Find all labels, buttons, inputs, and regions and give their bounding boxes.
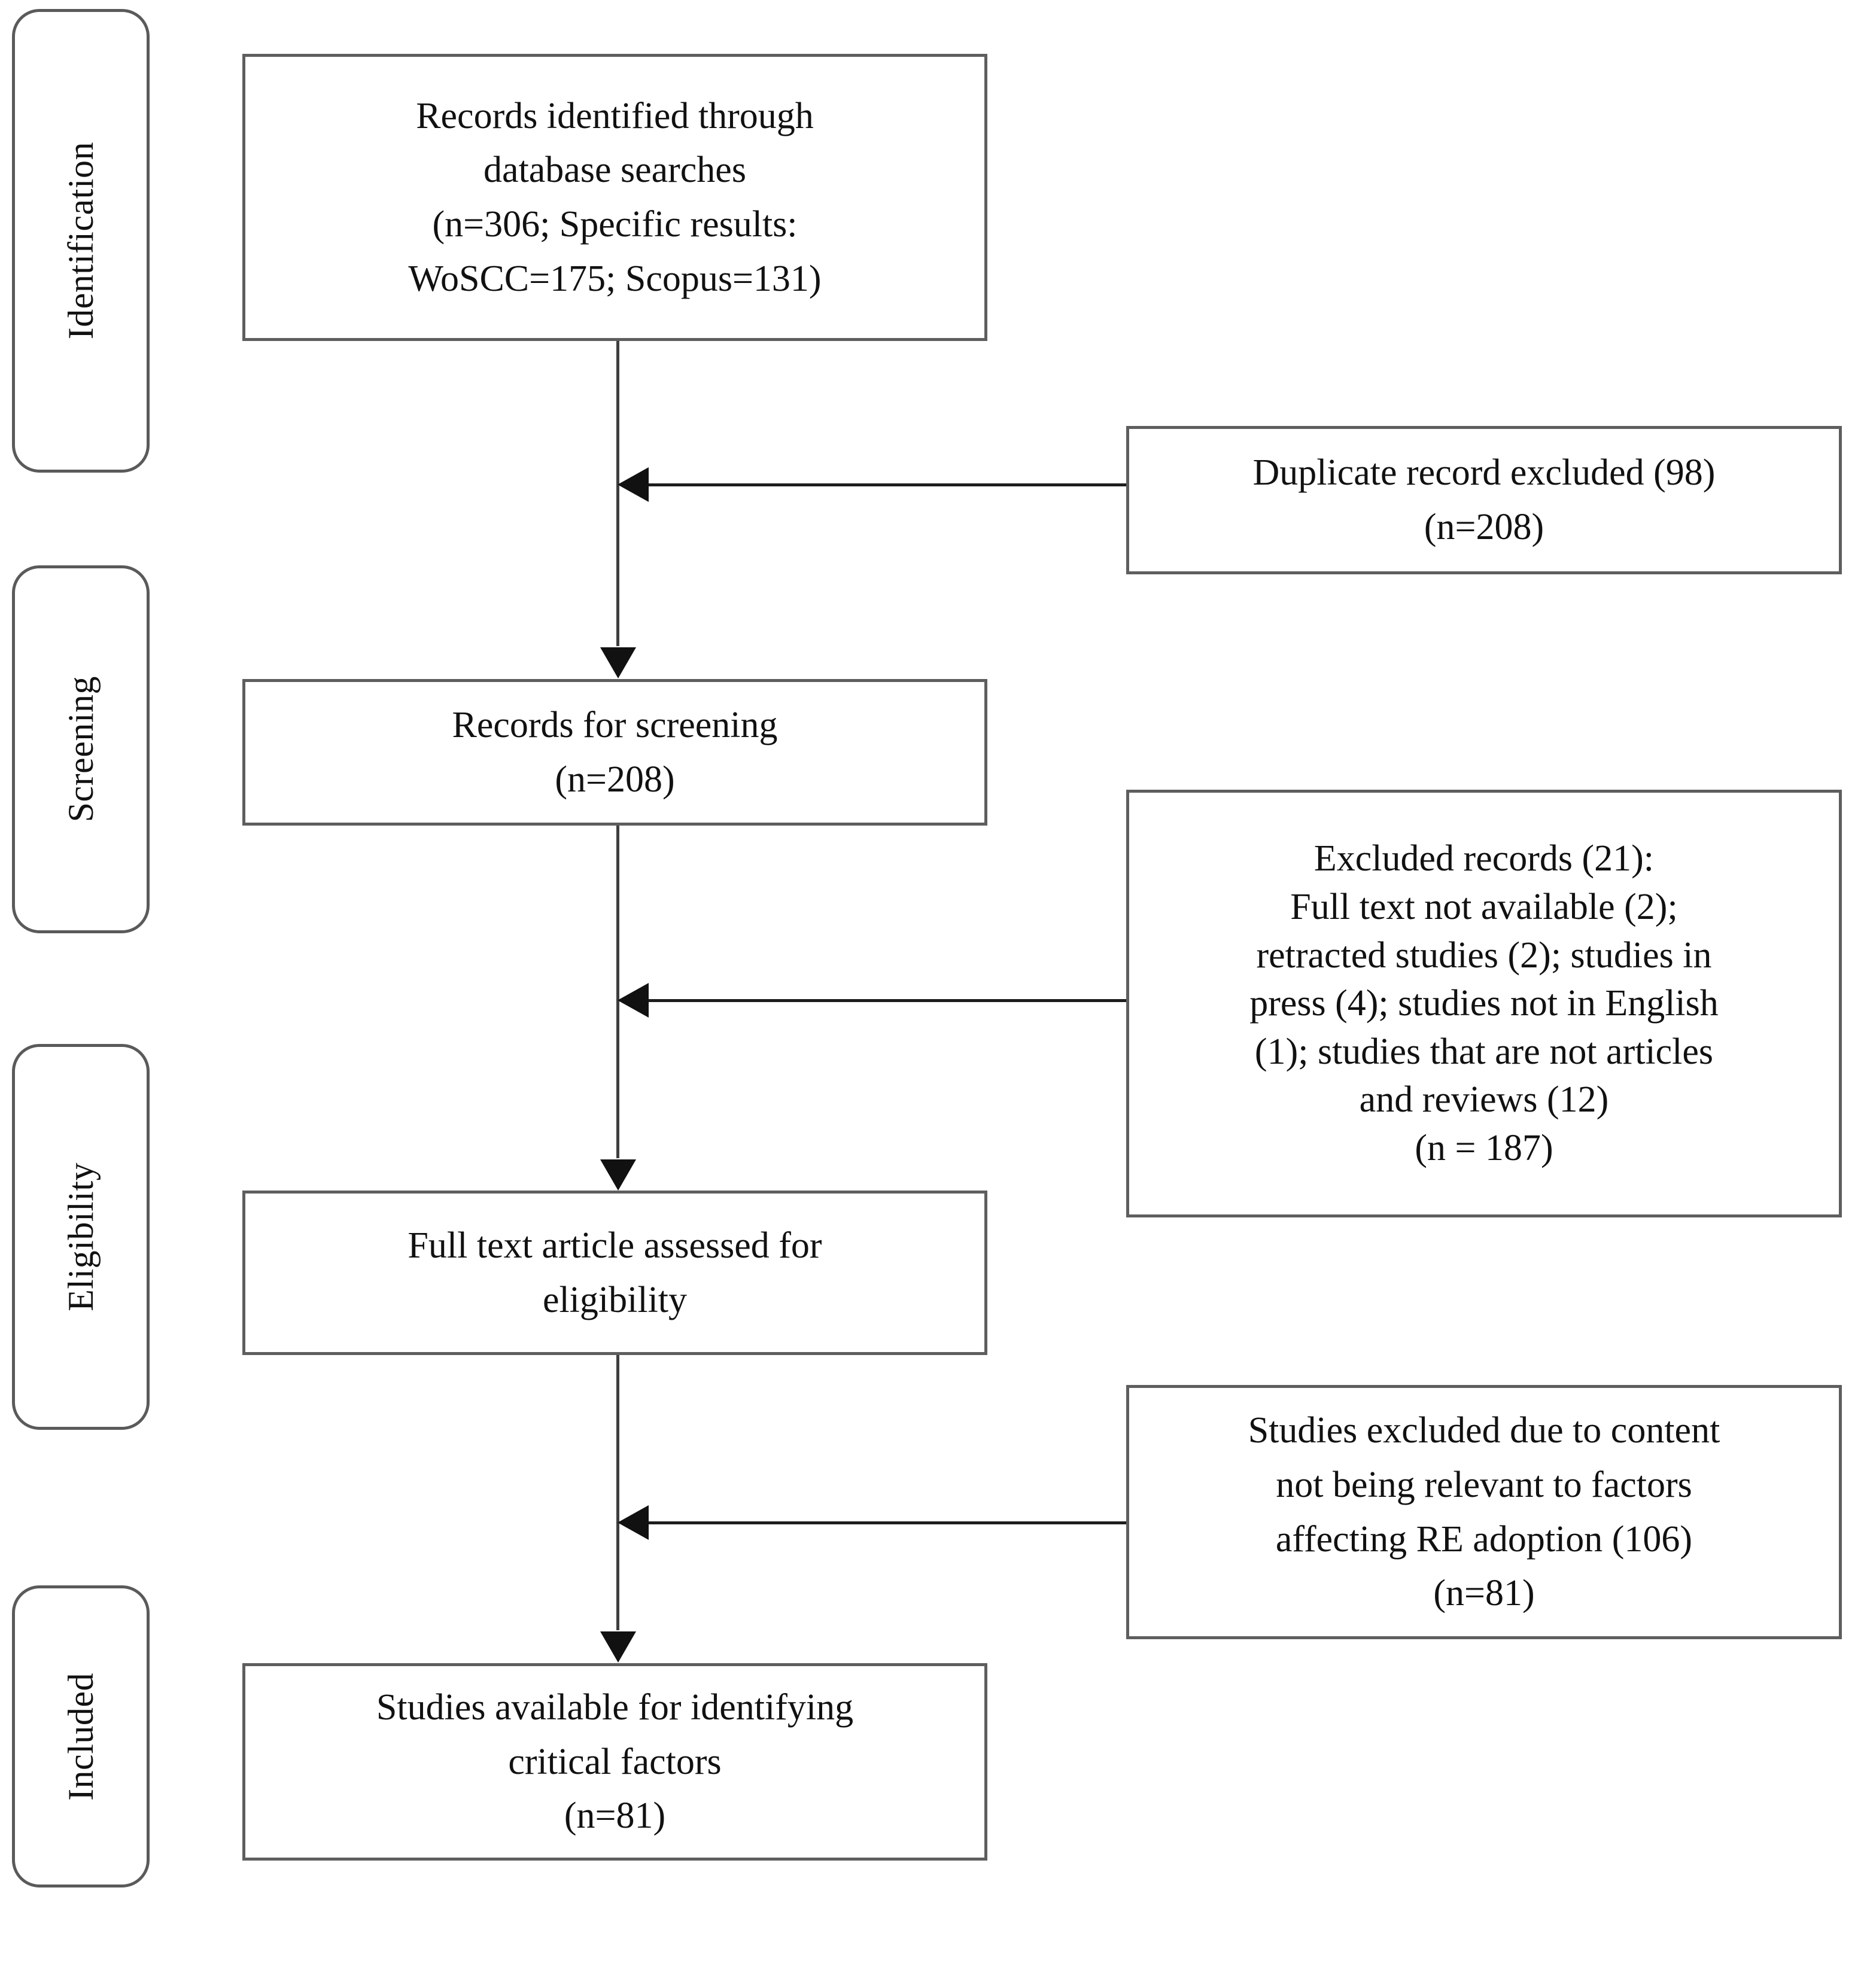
box-records-for-screening: Records for screening (n=208) <box>242 679 987 826</box>
stage-label-screening: Screening <box>12 565 150 933</box>
connector-line-records-excluded <box>634 999 1126 1002</box>
box-records-excluded: Excluded records (21): Full text not ava… <box>1126 790 1842 1217</box>
stage-label-text: Included <box>61 1672 101 1801</box>
arrowhead-left-records-excluded <box>618 983 649 1018</box>
box-duplicates-excluded-text: Duplicate record excluded (98) (n=208) <box>1252 452 1716 547</box>
stage-label-text: Eligibility <box>61 1162 101 1311</box>
arrowhead-down-to-screening <box>600 647 636 678</box>
arrowhead-down-to-eligibility <box>600 1159 636 1191</box>
box-records-for-screening-text: Records for screening (n=208) <box>452 704 778 800</box>
box-full-text-assessed: Full text article assessed for eligibili… <box>242 1191 987 1355</box>
box-duplicates-excluded: Duplicate record excluded (98) (n=208) <box>1126 426 1842 574</box>
connector-line-content-not-relevant <box>634 1521 1126 1524</box>
box-full-text-assessed-text: Full text article assessed for eligibili… <box>408 1225 822 1320</box>
arrowhead-down-to-included <box>600 1631 636 1663</box>
box-records-identified-text: Records identified through database sear… <box>408 95 822 299</box>
stage-label-eligibility: Eligibility <box>12 1044 150 1430</box>
arrowhead-left-duplicates <box>618 467 649 502</box>
connector-line-eligibility-to-included <box>616 1355 619 1630</box>
connector-line-duplicates-excluded <box>634 483 1126 486</box>
stage-label-identification: Identification <box>12 9 150 473</box>
arrowhead-left-content-not-relevant <box>618 1505 649 1540</box>
box-records-excluded-text: Excluded records (21): Full text not ava… <box>1249 838 1719 1168</box>
stage-label-included: Included <box>12 1585 150 1887</box>
box-content-not-relevant: Studies excluded due to content not bein… <box>1126 1385 1842 1639</box>
stage-label-text: Identification <box>61 142 101 340</box>
box-studies-available: Studies available for identifying critic… <box>242 1663 987 1861</box>
stage-label-text: Screening <box>61 676 101 823</box>
box-records-identified: Records identified through database sear… <box>242 54 987 341</box>
box-studies-available-text: Studies available for identifying critic… <box>376 1687 854 1837</box>
box-content-not-relevant-text: Studies excluded due to content not bein… <box>1248 1410 1720 1614</box>
